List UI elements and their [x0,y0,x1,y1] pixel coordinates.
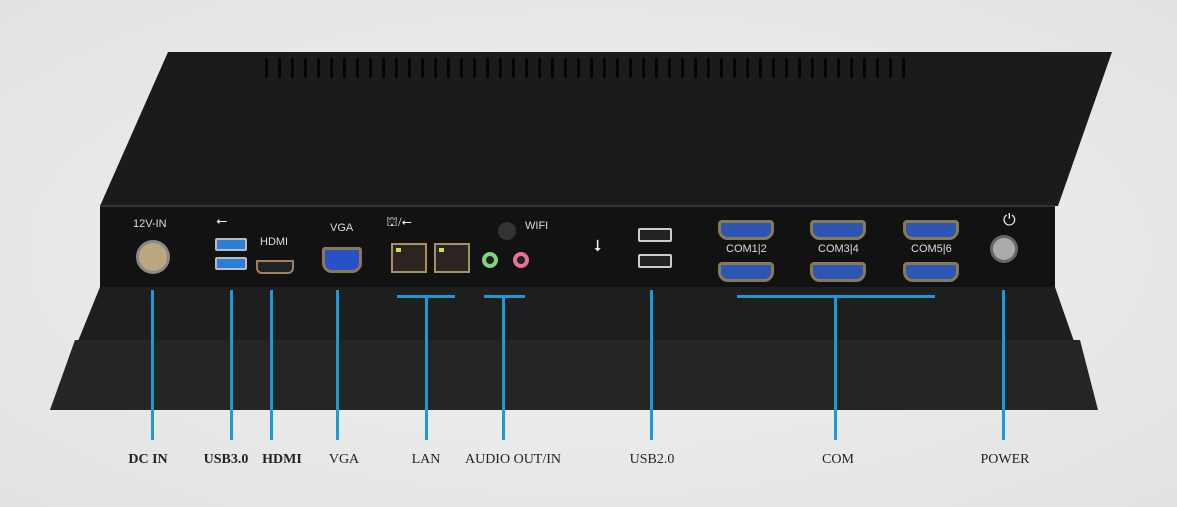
panel-label-com56: COM5|6 [911,243,952,255]
com-port [718,262,774,282]
panel-label-com34: COM3|4 [818,243,859,255]
dc-in-port [136,240,170,274]
label-usb20: USB2.0 [629,452,675,467]
panel-label-12v: 12V-IN [133,218,167,230]
leader-line [425,295,428,440]
label-power: POWER [980,452,1030,467]
com-port [903,262,959,282]
usb-icon: ⭣ [594,238,602,255]
audio-in-jack [513,252,529,268]
leader-line [230,290,233,440]
power-icon: ⏻ [1003,210,1016,229]
power-button[interactable] [990,235,1018,263]
leader-line [1002,290,1005,440]
lan-port [391,243,427,273]
leader-line [834,295,837,440]
leader-line [270,290,273,440]
hdmi-port [256,260,294,274]
label-usb30: USB3.0 [203,452,249,467]
usb2-port [638,254,672,268]
label-com: COM [822,452,854,467]
panel-label-com12: COM1|2 [726,243,767,255]
usb2-port [638,228,672,242]
label-vga: VGA [328,452,360,467]
com-port [718,220,774,240]
leader-line [650,290,653,440]
com-port [903,220,959,240]
leader-line [336,290,339,440]
label-audio: AUDIO OUT/IN [464,452,562,467]
usb-icon: ⭠ [216,214,228,229]
panel-label-vga: VGA [330,222,354,234]
lan-port [434,243,470,273]
leader-line [151,290,154,440]
panel-label-wifi: WIFI [525,220,549,232]
audio-out-jack [482,252,498,268]
leader-line [502,295,505,440]
wifi-antenna [498,222,516,240]
com-port [810,262,866,282]
label-lan: LAN [411,452,441,467]
label-hdmi: HDMI [262,452,302,467]
label-dc-in: DC IN [128,452,168,467]
usb3-port [215,257,247,270]
panel-label-hdmi: HDMI [260,236,289,248]
usb3-port [215,238,247,251]
vga-port [322,247,362,273]
com-port [810,220,866,240]
vent-grille [265,58,915,78]
lan-icon: ⛫/⭠ [386,214,412,229]
